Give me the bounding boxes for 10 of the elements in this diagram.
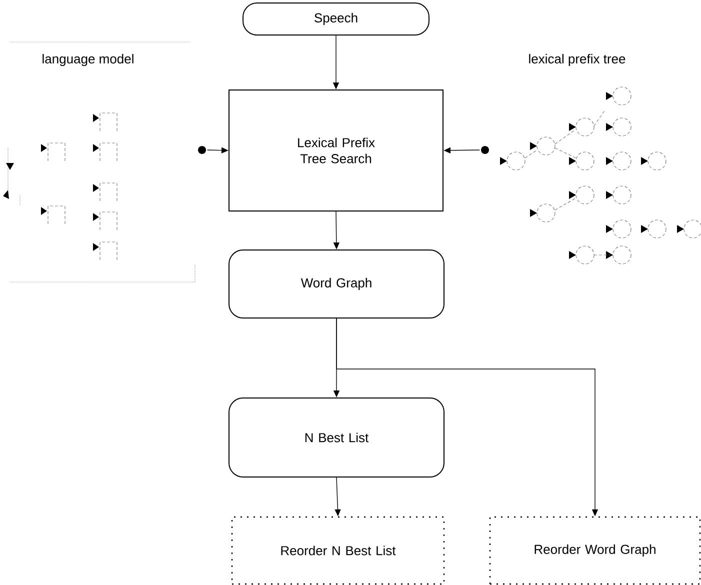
prefix-tree-drawing: lexical prefix tree xyxy=(481,54,701,264)
terminal-box: Speech xyxy=(242,2,430,36)
dotted-box: Reorder Word Graph xyxy=(489,516,701,585)
dotted-box: Reorder N Best List xyxy=(231,516,445,585)
rounded-box: Word Graph xyxy=(228,250,444,318)
node-label: language model xyxy=(42,54,134,66)
rounded-box: N Best List xyxy=(228,398,444,478)
language-model-drawing: language model xyxy=(3,42,206,282)
process-box: Lexical Prefix Tree Search xyxy=(228,90,444,212)
node-label: lexical prefix tree xyxy=(529,54,626,66)
